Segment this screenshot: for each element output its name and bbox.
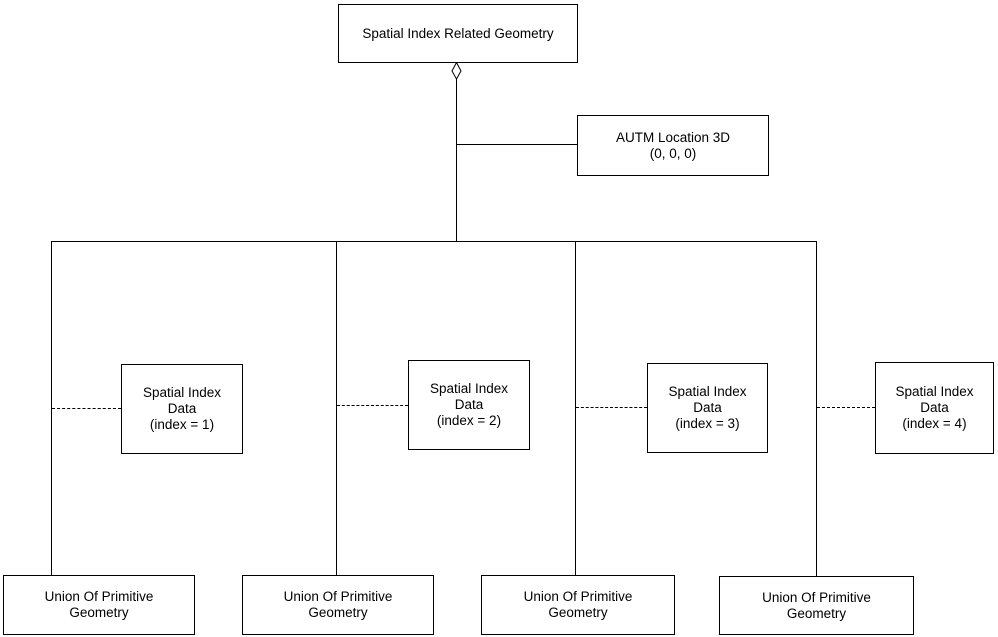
autm-location-label-line1: AUTM Location 3D xyxy=(615,129,731,145)
connector-drop-2 xyxy=(336,241,337,575)
spatial-index-data-4-line2: Data xyxy=(920,400,949,415)
connector-root-trunk xyxy=(456,79,457,242)
union-of-primitive-geometry-box-2: Union Of Primitive Geometry xyxy=(242,575,434,635)
connector-drop-3 xyxy=(575,241,576,575)
union-geometry-4-line2: Geometry xyxy=(786,605,847,621)
spatial-index-data-2-line2: Data xyxy=(454,397,484,412)
spatial-index-data-4-line3: (index = 4) xyxy=(902,416,967,431)
spatial-index-data-1-line2: Data xyxy=(167,401,197,416)
connector-dashed-4 xyxy=(817,407,875,408)
root-box-label: Spatial Index Related Geometry xyxy=(362,25,554,41)
union-geometry-2-line2: Geometry xyxy=(308,605,368,620)
spatial-index-data-box-1: Spatial Index Data (index = 1) xyxy=(121,364,243,454)
union-geometry-4-line1: Union Of Primitive xyxy=(762,589,871,605)
union-of-primitive-geometry-box-3: Union Of Primitive Geometry xyxy=(481,575,675,635)
spatial-index-data-3-line1: Spatial Index xyxy=(668,384,747,399)
union-geometry-3-line1: Union Of Primitive xyxy=(523,589,633,604)
autm-location-box: AUTM Location 3D (0, 0, 0) xyxy=(577,115,769,176)
union-geometry-2-line1: Union Of Primitive xyxy=(283,589,393,604)
connector-drop-4 xyxy=(816,241,817,576)
connector-dashed-1 xyxy=(52,408,121,409)
union-of-primitive-geometry-box-4: Union Of Primitive Geometry xyxy=(719,576,914,635)
connector-bus xyxy=(51,241,817,242)
union-geometry-1-line2: Geometry xyxy=(69,605,129,620)
union-geometry-3-line2: Geometry xyxy=(548,605,608,620)
connector-autm-branch xyxy=(456,144,577,145)
spatial-index-data-1-line3: (index = 1) xyxy=(149,417,215,432)
spatial-index-data-4-line1: Spatial Index xyxy=(895,384,974,399)
connector-dashed-3 xyxy=(576,407,647,408)
spatial-index-data-box-2: Spatial Index Data (index = 2) xyxy=(408,360,530,450)
connector-dashed-2 xyxy=(337,405,408,406)
union-of-primitive-geometry-box-1: Union Of Primitive Geometry xyxy=(3,575,195,635)
connector-drop-1 xyxy=(51,241,52,575)
root-box: Spatial Index Related Geometry xyxy=(338,4,578,63)
autm-location-label-line2: (0, 0, 0) xyxy=(649,145,697,161)
aggregation-diamond-icon xyxy=(451,62,462,80)
spatial-index-data-1-line1: Spatial Index xyxy=(142,385,222,400)
spatial-index-data-box-3: Spatial Index Data (index = 3) xyxy=(647,363,768,453)
spatial-index-data-3-line3: (index = 3) xyxy=(675,416,740,431)
union-geometry-1-line1: Union Of Primitive xyxy=(44,589,154,604)
spatial-index-data-2-line1: Spatial Index xyxy=(429,381,509,396)
spatial-index-data-box-4: Spatial Index Data (index = 4) xyxy=(875,362,994,454)
spatial-index-data-2-line3: (index = 2) xyxy=(436,413,502,428)
spatial-index-data-3-line2: Data xyxy=(693,400,722,415)
